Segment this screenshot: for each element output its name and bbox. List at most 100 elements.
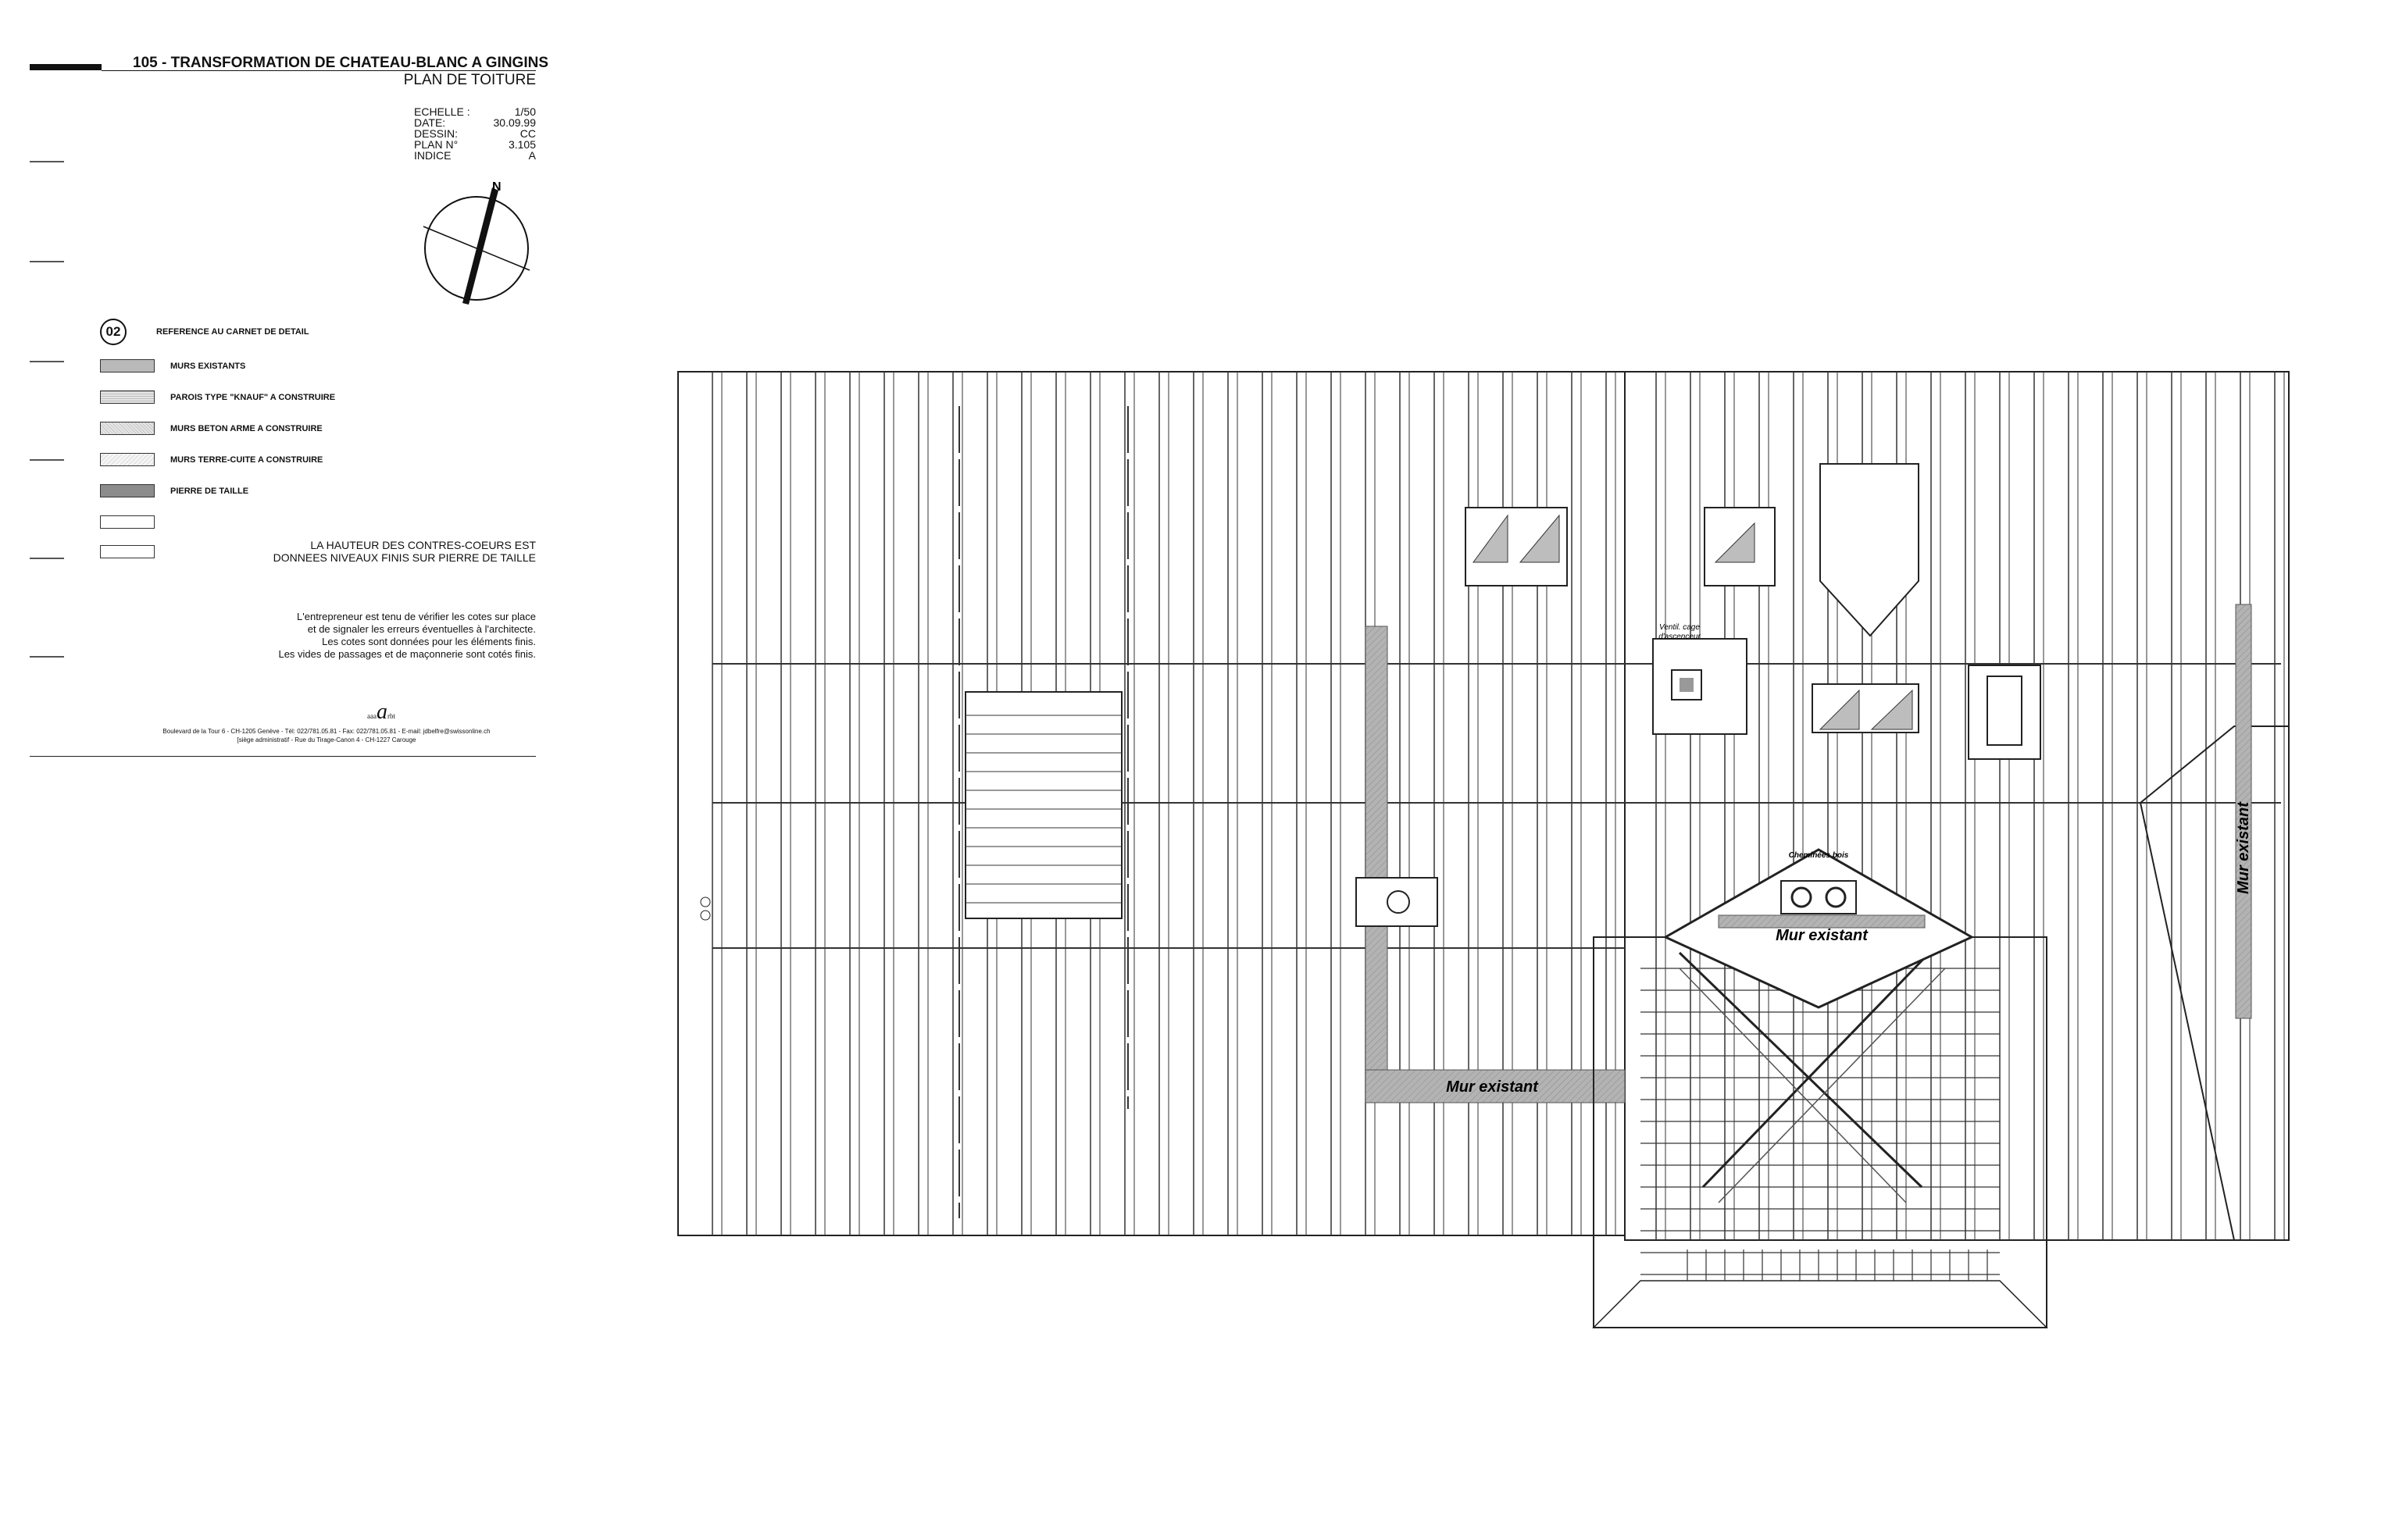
note-line: DONNEES NIVEAUX FINIS SUR PIERRE DE TAIL… <box>273 551 536 564</box>
legend-label: MURS TERRE-CUITE A CONSTRUIRE <box>170 455 323 465</box>
legend-swatch <box>100 453 155 466</box>
margin-tick <box>30 459 64 461</box>
legend-swatch <box>100 484 155 497</box>
meta-value: CC <box>519 127 536 140</box>
project-title: 105 - TRANSFORMATION DE CHATEAU-BLANC A … <box>133 55 548 71</box>
drain-icon <box>700 897 711 907</box>
legend-ref-label: REFERENCE AU CARNET DE DETAIL <box>156 327 309 337</box>
margin-tick <box>30 558 64 559</box>
legend-item <box>100 545 170 558</box>
firm-stamp: aaaarbt Boulevard de la Tour 6 - CH-1205… <box>117 701 536 744</box>
legend-ref-row: 02 REFERENCE AU CARNET DE DETAIL <box>86 319 309 345</box>
note-line: Les cotes sont données pour les éléments… <box>322 636 536 647</box>
elevator-vent-core <box>1680 678 1694 692</box>
logo-mark: a <box>376 700 387 724</box>
titleblock-bottom-rule <box>30 756 536 757</box>
existing-wall-right <box>2235 604 2252 1019</box>
flue-icon <box>1825 886 1847 908</box>
legend-item: PAROIS TYPE "KNAUF" A CONSTRUIRE <box>100 390 335 404</box>
logo-prefix: aaa <box>367 712 377 720</box>
note-line: Les vides de passages et de maçonnerie s… <box>278 648 536 660</box>
meta-row-scale: ECHELLE : 1/50 <box>414 106 536 117</box>
existing-wall-vertical <box>1365 626 1388 1103</box>
tower-rafters <box>1640 968 2000 1281</box>
meta-row-date: DATE: 30.09.99 <box>414 117 536 128</box>
legend-swatch <box>100 515 155 529</box>
tower-hip-line <box>1701 951 1931 1189</box>
plan-subtitle: PLAN DE TOITURE <box>403 72 536 88</box>
chimney-hip <box>1662 848 1975 1009</box>
legend-item: MURS EXISTANTS <box>100 359 245 373</box>
margin-tick <box>30 161 64 162</box>
existing-wall-horizontal <box>1365 1069 1626 1103</box>
tower-eave <box>1592 1280 2048 1328</box>
note-line: LA HAUTEUR DES CONTRES-COEURS EST <box>310 539 536 551</box>
tower-hip-line <box>1678 951 1923 1189</box>
meta-label: DATE: <box>414 116 446 129</box>
roof-window-inner <box>1987 676 2022 746</box>
dormer-group <box>1465 507 2041 760</box>
right-gable <box>2139 725 2290 1241</box>
flue-icon <box>1387 890 1410 914</box>
north-label: N <box>492 180 502 194</box>
legend-swatch <box>100 390 155 404</box>
legend-swatch <box>100 422 155 435</box>
margin-tick <box>30 361 64 362</box>
margin-tick <box>30 656 64 658</box>
north-arrow-icon: N <box>423 180 530 305</box>
legend-item: PIERRE DE TAILLE <box>100 484 248 497</box>
contractor-note: L'entrepreneur est tenu de vérifier les … <box>234 611 536 661</box>
chimney-box <box>1355 877 1438 927</box>
flue-icon <box>1790 886 1812 908</box>
label-ventil: Ventil. cage <box>1659 623 1700 632</box>
gable-dormer <box>1819 463 1919 637</box>
dormer-shade <box>1473 514 1508 563</box>
drain-icon <box>700 910 711 921</box>
label-mur-existant: Mur existant <box>2235 801 2252 894</box>
dormer-shade <box>1714 522 1755 563</box>
meta-label: INDICE <box>414 149 452 162</box>
tower-hip-line <box>1679 968 1907 1203</box>
legend-label: MURS EXISTANTS <box>170 361 246 371</box>
margin-tick <box>30 261 64 262</box>
skylight-grid <box>965 691 1123 919</box>
legend-item: MURS BETON ARME A CONSTRUIRE <box>100 422 323 435</box>
title-meta: ECHELLE : 1/50 DATE: 30.09.99 DESSIN: CC PL… <box>414 106 536 161</box>
tower-hip-line <box>1718 968 1946 1203</box>
legend-item <box>100 515 170 529</box>
legend-label: PIERRE DE TAILLE <box>170 486 249 496</box>
meta-value: 1/50 <box>514 105 536 118</box>
note-line: et de signaler les erreurs éventuelles à… <box>307 623 536 635</box>
dormer-shade <box>1519 514 1560 563</box>
label-mur-existant: Mur existant <box>1446 1078 1539 1096</box>
legend-item: MURS TERRE-CUITE A CONSTRUIRE <box>100 453 323 466</box>
label-cheminees: Cheminées bois <box>1789 851 1849 860</box>
meta-row-drawer: DESSIN: CC <box>414 128 536 139</box>
detail-ref-circle: 02 <box>100 319 127 345</box>
title-rule <box>102 70 536 71</box>
firm-seat: [siège administratif - Rue du Tirage-Can… <box>237 736 416 743</box>
meta-row-index: INDICE A <box>414 150 536 161</box>
meta-label: DESSIN: <box>414 127 459 140</box>
meta-row-plan: PLAN N°3.105 <box>414 139 536 150</box>
firm-address: Boulevard de la Tour 6 - CH-1205 Genève … <box>162 728 491 735</box>
right-rafters <box>1655 372 2285 1240</box>
meta-value: 3.105 <box>508 138 536 151</box>
legend-swatch <box>100 359 155 373</box>
meta-value: A <box>528 149 536 162</box>
meta-label: ECHELLE : <box>414 105 470 118</box>
label-mur-existant: Mur existant <box>1776 927 1869 944</box>
existing-wall-tower <box>1718 914 1926 929</box>
meta-value: 30.09.99 <box>493 116 537 129</box>
label-ventil-2: d'ascenceur <box>1658 633 1701 641</box>
dormer-shade <box>1819 689 1860 730</box>
firm-logo: aaaarbt <box>227 701 536 727</box>
legend-label: MURS BETON ARME A CONSTRUIRE <box>170 423 323 433</box>
logo-suffix: rbt <box>387 712 395 720</box>
title-bar-mark <box>30 64 102 70</box>
skylight-lines <box>966 715 1122 904</box>
dormer-shade <box>1870 689 1913 730</box>
legend-label: PAROIS TYPE "KNAUF" A CONSTRUIRE <box>170 392 336 402</box>
